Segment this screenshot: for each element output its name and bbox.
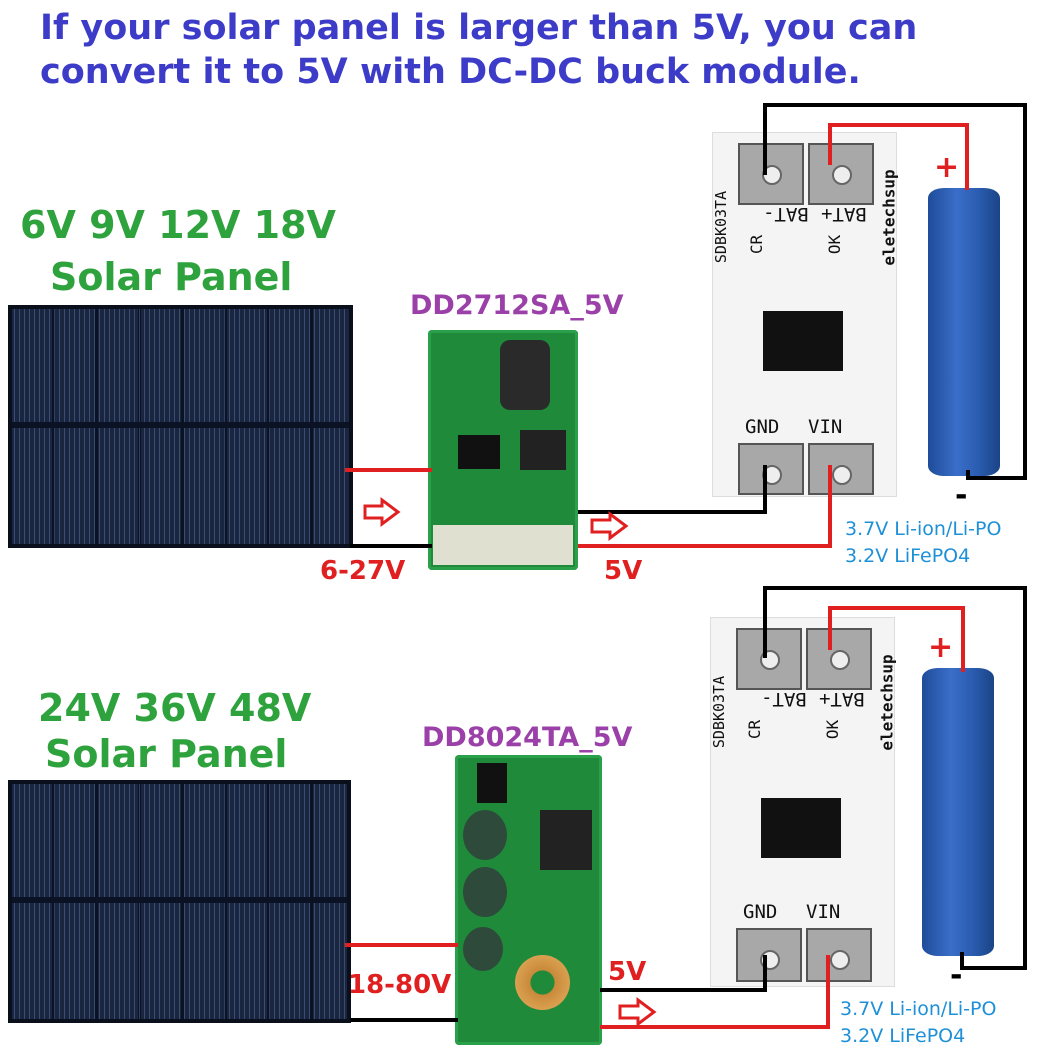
pad-vin (806, 928, 872, 982)
panel-voltages-1: 6V 9V 12V 18V (20, 203, 336, 247)
battery-1 (928, 188, 1000, 476)
label-gnd: GND (745, 416, 780, 438)
label-brand: eletechsup (877, 654, 897, 751)
inductor (500, 340, 550, 410)
diode-d2 (477, 763, 507, 803)
input-range-1: 6-27V (320, 556, 406, 586)
battery-minus-2: - (950, 958, 963, 993)
pad-vin (808, 443, 874, 495)
output-voltage-1: 5V (604, 556, 643, 586)
battery-type: 3.7V Li-ion/Li-PO (840, 998, 997, 1020)
panel-label-2: Solar Panel (45, 732, 288, 776)
battery-type: 3.2V LiFePO4 (845, 545, 971, 567)
toroid-inductor (515, 955, 570, 1010)
pad-bat-pos (808, 143, 874, 205)
battery-minus-1: - (955, 478, 968, 513)
battery-plus-1: + (934, 150, 960, 185)
headline: If your solar panel is larger than 5V, y… (40, 6, 917, 94)
pad-gnd (738, 443, 804, 495)
battery-2 (922, 668, 994, 956)
buck-module-dd8024ta (455, 755, 602, 1045)
battery-types-1: 3.7V Li-ion/Li-PO 3.2V LiFePO4 (845, 516, 1001, 570)
charger-module-2: BAT- BAT+ SDBK03TA eletechsup CR OK GND … (710, 617, 897, 987)
module-name-2: DD8024TA_5V (422, 722, 633, 753)
label-cr: CR (747, 234, 767, 255)
input-range-2: 18-80V (348, 970, 452, 1000)
capacitor (463, 867, 507, 917)
panel-voltages-2: 24V 36V 48V (38, 686, 312, 730)
module-name-1: DD2712SA_5V (410, 290, 624, 321)
battery-types-2: 3.7V Li-ion/Li-PO 3.2V LiFePO4 (840, 996, 996, 1050)
battery-type: 3.7V Li-ion/Li-PO (845, 518, 1002, 540)
label-bat-neg: BAT- (763, 203, 809, 225)
charger-ic (761, 798, 841, 858)
solar-panel-2 (8, 780, 351, 1023)
arrow-right-icon (618, 997, 657, 1027)
label-vin: VIN (808, 416, 843, 438)
buck-module-dd2712sa (428, 330, 578, 570)
regulator-ic (540, 810, 592, 870)
battery-type: 3.2V LiFePO4 (840, 1025, 966, 1047)
capacitor (463, 927, 503, 971)
label-bat-pos: BAT+ (819, 688, 865, 710)
pad-bat-pos (806, 628, 872, 690)
headline-line-2: convert it to 5V with DC-DC buck module. (40, 52, 861, 92)
output-voltage-2: 5V (608, 957, 647, 987)
label-cr: CR (745, 719, 765, 740)
label-ok: OK (823, 719, 843, 740)
label-vin: VIN (806, 901, 841, 923)
label-ok: OK (825, 234, 845, 255)
solar-panel-1 (8, 305, 353, 548)
battery-plus-2: + (928, 630, 954, 665)
charger-ic (763, 311, 843, 371)
label-model: SDBK03TA (710, 675, 729, 749)
pad-gnd (736, 928, 802, 982)
pad-bat-neg (738, 143, 804, 205)
panel-label-1: Solar Panel (50, 255, 293, 299)
terminal-strip (433, 525, 573, 565)
pad-bat-neg (736, 628, 802, 690)
ic-chip (458, 435, 500, 469)
charger-module-1: BAT- BAT+ SDBK03TA eletechsup CR OK GND … (712, 132, 899, 497)
label-bat-pos: BAT+ (821, 203, 867, 225)
label-brand: eletechsup (879, 169, 899, 266)
arrow-right-icon (590, 511, 629, 541)
label-model: SDBK03TA (712, 190, 731, 264)
arrow-right-icon (363, 497, 401, 527)
capacitor (463, 810, 507, 860)
headline-line-1: If your solar panel is larger than 5V, y… (40, 8, 918, 48)
label-bat-neg: BAT- (761, 688, 807, 710)
diode (520, 430, 566, 470)
label-gnd: GND (743, 901, 778, 923)
